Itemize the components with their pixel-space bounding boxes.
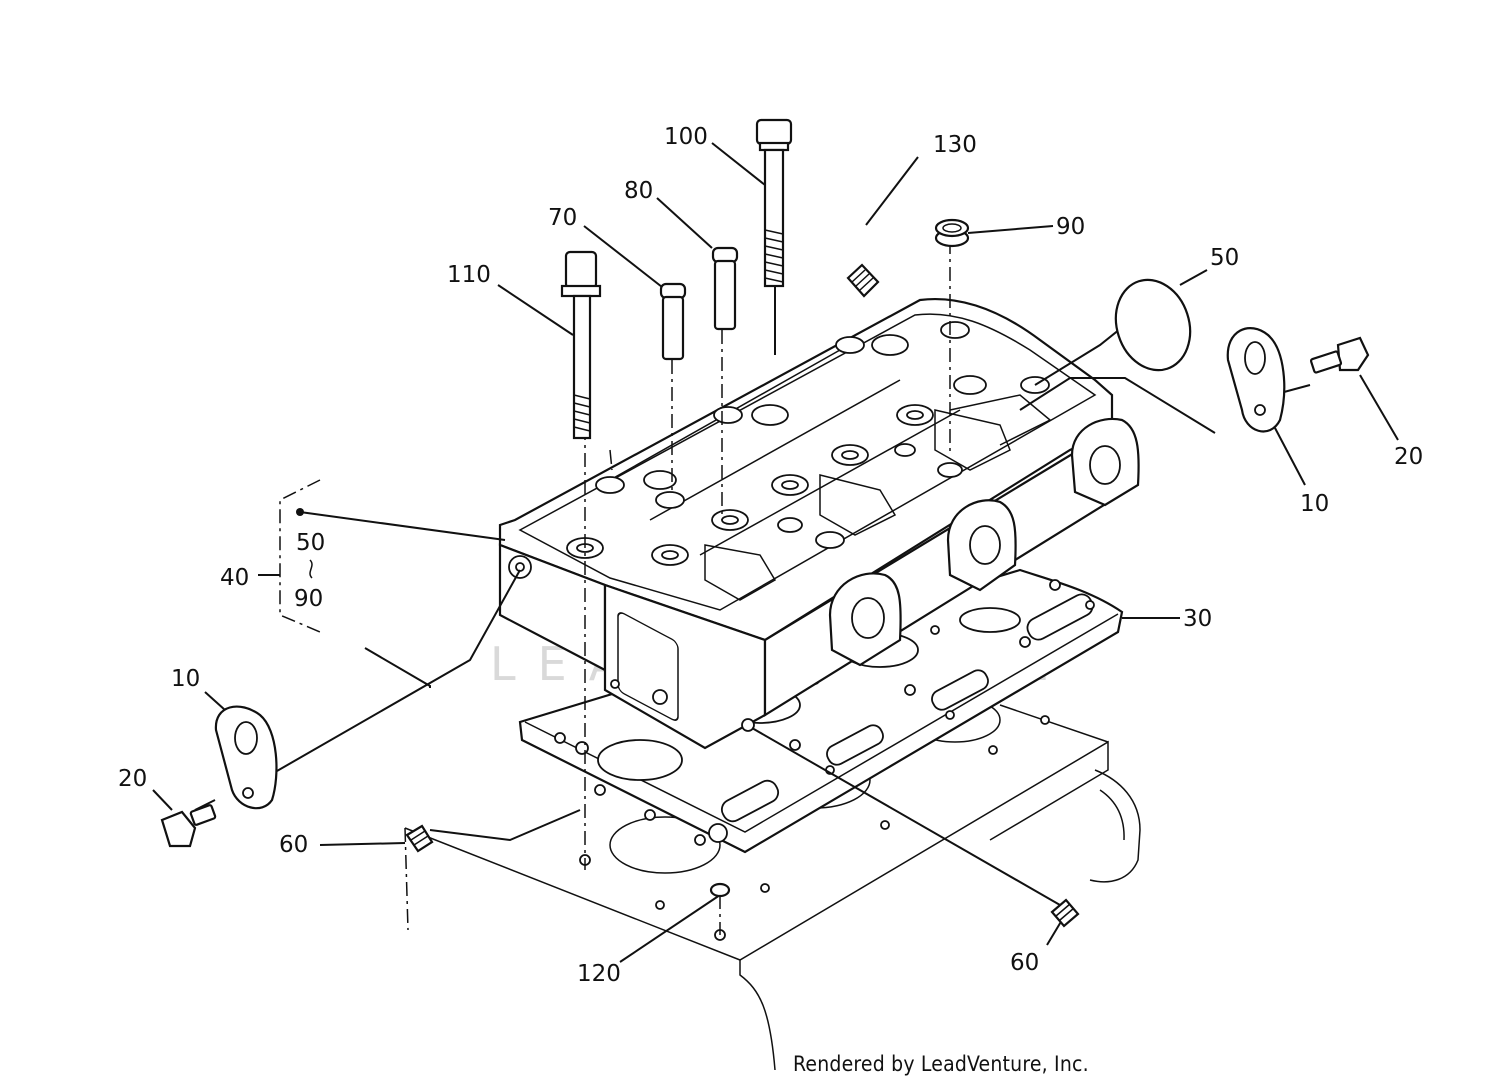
plug-60-right (1050, 898, 1080, 928)
callout-60-left: 60 (279, 832, 308, 858)
callout-120: 120 (577, 961, 621, 987)
head-bolt-holes (566, 321, 1050, 566)
range-tilde (309, 559, 313, 579)
callout-10-right: 10 (1300, 491, 1329, 517)
dowel-120 (709, 882, 731, 898)
expansion-plug-50 (1114, 278, 1192, 372)
callout-50-range: 50 (296, 530, 325, 556)
cap-90 (934, 218, 970, 248)
bolt-20-left (160, 804, 217, 848)
callout-130: 130 (933, 132, 977, 158)
plug-60-left (405, 824, 434, 853)
head-gasket (518, 568, 1124, 854)
valve-guide-70 (659, 282, 687, 361)
callout-70: 70 (548, 205, 577, 231)
callout-10-left: 10 (171, 666, 200, 692)
callout-110: 110 (447, 262, 491, 288)
callout-labels: 100 130 80 90 70 50 110 20 10 40 50 90 3… (118, 124, 1423, 987)
leader-dot (296, 508, 304, 516)
lifting-eye-10-right (1226, 327, 1286, 433)
cylinder-head (498, 298, 1140, 750)
lifting-eye-10-left (214, 705, 278, 810)
callout-90-top: 90 (1056, 214, 1085, 240)
callout-20-right: 20 (1394, 444, 1423, 470)
bolt-20-right (1309, 336, 1370, 374)
render-credit: Rendered by LeadVenture, Inc. (793, 1052, 1089, 1076)
callout-50-top: 50 (1210, 245, 1239, 271)
plug-130 (846, 263, 880, 298)
valve-guide-80 (711, 246, 739, 331)
callout-90-range: 90 (294, 586, 323, 612)
callout-40: 40 (220, 565, 249, 591)
callout-80: 80 (624, 178, 653, 204)
callout-100: 100 (664, 124, 708, 150)
bolt-100 (755, 118, 793, 288)
callout-20-left: 20 (118, 766, 147, 792)
callout-30: 30 (1183, 606, 1212, 632)
callout-60-right: 60 (1010, 950, 1039, 976)
leader-lines (152, 142, 1399, 963)
bolt-110 (560, 250, 602, 440)
